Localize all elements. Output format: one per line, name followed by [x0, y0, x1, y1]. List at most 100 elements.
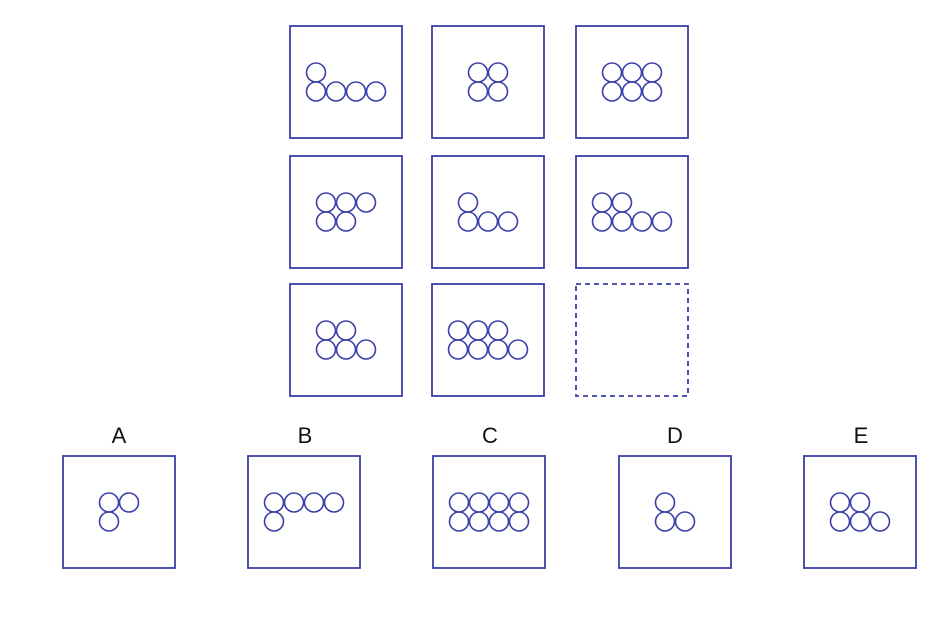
grid-cell-r1-c3-circle — [601, 62, 623, 83]
option-c-cell-circle — [508, 511, 530, 532]
option-d-cell[interactable] — [618, 455, 732, 569]
grid-cell-r3-c1-circle — [335, 339, 357, 360]
grid-cell-r1-c2-frame — [431, 25, 545, 139]
missing-answer-cell — [575, 283, 689, 397]
option-b-cell-circle — [283, 492, 305, 513]
grid-cell-r1-c2-circle — [467, 62, 489, 83]
grid-cell-r3-c2-circle — [487, 339, 509, 360]
grid-cell-r3-c1-circle — [335, 320, 357, 341]
option-b-cell-circle — [303, 492, 325, 513]
option-c-cell[interactable] — [432, 455, 546, 569]
option-a-cell[interactable] — [62, 455, 176, 569]
option-a-label: A — [111, 423, 127, 448]
grid-cell-r1-c3-circle — [621, 62, 643, 83]
grid-cell-r3-c1 — [289, 283, 403, 397]
grid-cell-r1-c3-frame — [575, 25, 689, 139]
option-b-cell-frame — [247, 455, 361, 569]
grid-cell-r2-c3-circle — [631, 211, 653, 232]
grid-cell-r3-c1-circle — [355, 339, 377, 360]
grid-cell-r2-c2-circle — [457, 192, 479, 213]
grid-cell-r2-c1-circle — [335, 192, 357, 213]
grid-cell-r2-c1-circle — [355, 192, 377, 213]
option-b-cell-circle — [263, 511, 285, 532]
grid-cell-r2-c2 — [431, 155, 545, 269]
option-a-cell-circle — [118, 492, 140, 513]
grid-cell-r1-c2-circle — [487, 62, 509, 83]
grid-cell-r3-c2-circle — [487, 320, 509, 341]
grid-cell-r2-c1 — [289, 155, 403, 269]
grid-cell-r2-c1-circle — [315, 211, 337, 232]
option-c-cell-circle — [508, 492, 530, 513]
grid-cell-r2-c3-circle — [611, 211, 633, 232]
option-b-label: B — [297, 423, 313, 448]
option-c-cell-circle — [448, 492, 470, 513]
grid-cell-r2-c3-frame — [575, 155, 689, 269]
grid-cell-r3-c2-circle — [467, 339, 489, 360]
option-e-cell-circle — [829, 511, 851, 532]
option-c-cell-circle — [468, 511, 490, 532]
grid-cell-r2-c2-frame — [431, 155, 545, 269]
option-c-cell-circle — [488, 511, 510, 532]
grid-cell-r1-c3 — [575, 25, 689, 139]
option-e-cell[interactable] — [803, 455, 917, 569]
grid-cell-r2-c3-circle — [591, 192, 613, 213]
grid-cell-r3-c1-circle — [315, 320, 337, 341]
option-e-cell-circle — [829, 492, 851, 513]
grid-cell-r1-c3-circle — [621, 81, 643, 102]
option-d-cell-circle — [654, 511, 676, 532]
grid-cell-r2-c2-circle — [457, 211, 479, 232]
grid-cell-r3-c2 — [431, 283, 545, 397]
grid-cell-r1-c3-circle — [601, 81, 623, 102]
option-d-cell-circle — [674, 511, 696, 532]
option-d-cell-circle — [654, 492, 676, 513]
option-e-label: E — [853, 423, 869, 448]
option-e-cell-frame — [803, 455, 917, 569]
grid-cell-r2-c3-circle — [591, 211, 613, 232]
grid-cell-r1-c1-circle — [305, 62, 327, 83]
grid-cell-r2-c2-circle — [497, 211, 519, 232]
grid-cell-r1-c1-circle — [345, 81, 367, 102]
option-e-cell-circle — [849, 492, 871, 513]
grid-cell-r3-c1-circle — [315, 339, 337, 360]
grid-cell-r3-c2-circle — [447, 339, 469, 360]
missing-answer-cell-frame — [575, 283, 689, 397]
grid-cell-r1-c1-circle — [305, 81, 327, 102]
option-b-cell[interactable] — [247, 455, 361, 569]
grid-cell-r3-c2-circle — [467, 320, 489, 341]
grid-cell-r2-c2-circle — [477, 211, 499, 232]
option-a-cell-circle — [98, 511, 120, 532]
grid-cell-r2-c3-circle — [611, 192, 633, 213]
grid-cell-r1-c1-circle — [365, 81, 387, 102]
option-b-cell-circle — [323, 492, 345, 513]
grid-cell-r3-c2-circle — [507, 339, 529, 360]
option-c-cell-circle — [488, 492, 510, 513]
grid-cell-r2-c1-frame — [289, 155, 403, 269]
option-c-cell-frame — [432, 455, 546, 569]
option-e-cell-circle — [849, 511, 871, 532]
option-a-cell-circle — [98, 492, 120, 513]
grid-cell-r1-c2 — [431, 25, 545, 139]
option-d-label: D — [667, 423, 683, 448]
grid-cell-r3-c1-frame — [289, 283, 403, 397]
grid-cell-r2-c3-circle — [651, 211, 673, 232]
grid-cell-r1-c3-circle — [641, 81, 663, 102]
option-c-cell-circle — [448, 511, 470, 532]
grid-cell-r1-c3-circle — [641, 62, 663, 83]
option-d-cell-frame — [618, 455, 732, 569]
grid-cell-r2-c3 — [575, 155, 689, 269]
grid-cell-r1-c1-circle — [325, 81, 347, 102]
option-b-cell-circle — [263, 492, 285, 513]
grid-cell-r3-c2-frame — [431, 283, 545, 397]
grid-cell-r3-c2-circle — [447, 320, 469, 341]
option-e-cell-circle — [869, 511, 891, 532]
grid-cell-r1-c1 — [289, 25, 403, 139]
grid-cell-r2-c1-circle — [335, 211, 357, 232]
grid-cell-r2-c1-circle — [315, 192, 337, 213]
option-a-cell-frame — [62, 455, 176, 569]
grid-cell-r1-c1-frame — [289, 25, 403, 139]
grid-cell-r1-c2-circle — [487, 81, 509, 102]
grid-cell-r1-c2-circle — [467, 81, 489, 102]
option-c-cell-circle — [468, 492, 490, 513]
